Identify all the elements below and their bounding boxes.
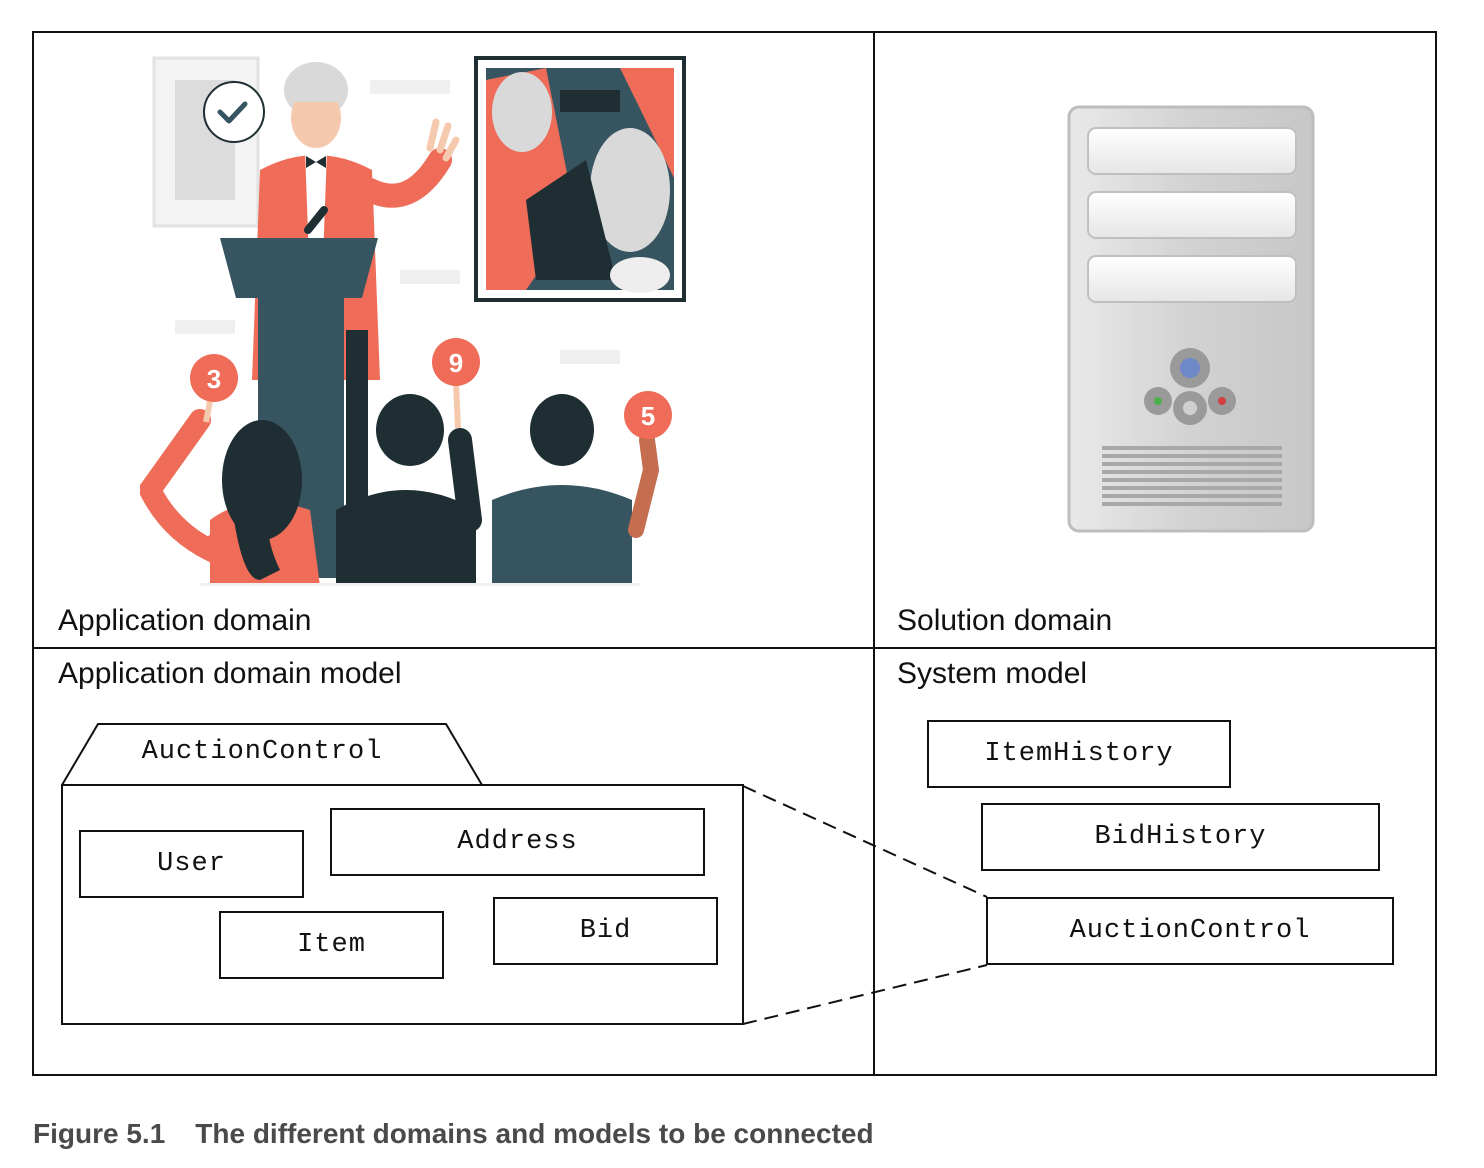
bidder-left [140,409,320,586]
painting-image [474,56,686,302]
figure-caption-text: The different domains and models to be c… [195,1118,874,1149]
package-name: AuctionControl [141,737,383,767]
class-item: Item [219,911,444,979]
figure-caption: Figure 5.1 The different domains and mode… [33,1118,874,1150]
drive-bay [1087,191,1297,239]
solution-domain-label: Solution domain [897,604,1113,637]
server-illustration [1067,105,1315,533]
system-model-label: System model [897,657,1088,690]
paddle-number: 5 [641,401,655,431]
class-item-history: ItemHistory [927,720,1231,788]
outer-border [32,31,1437,1076]
figure-number: Figure 5.1 [33,1118,166,1149]
paddle-number: 9 [449,348,463,378]
class-bid-history: BidHistory [981,803,1380,871]
class-address: Address [330,808,705,876]
bidder-middle [336,394,482,586]
class-user: User [79,830,304,898]
vent-grille [1102,446,1282,506]
drive-bay [1087,255,1297,303]
bidder-right [492,394,660,586]
class-auction-control: AuctionControl [986,897,1394,965]
paddle-3: 3 [190,354,238,423]
paddle-number: 3 [207,364,221,394]
connector-dashed-bottom [742,964,988,1025]
class-bid: Bid [493,897,718,965]
application-domain-label: Application domain [58,604,312,637]
connector-dashed-top [742,785,988,898]
application-domain-model-label: Application domain model [58,657,402,690]
drive-bay [1087,127,1297,175]
auction-illustration: 3 9 5 [140,56,686,586]
paddle-5: 5 [624,391,672,463]
paddle-9: 9 [432,338,480,429]
check-bubble-icon [203,81,265,143]
package-tab [61,723,483,786]
power-buttons [1144,348,1236,425]
